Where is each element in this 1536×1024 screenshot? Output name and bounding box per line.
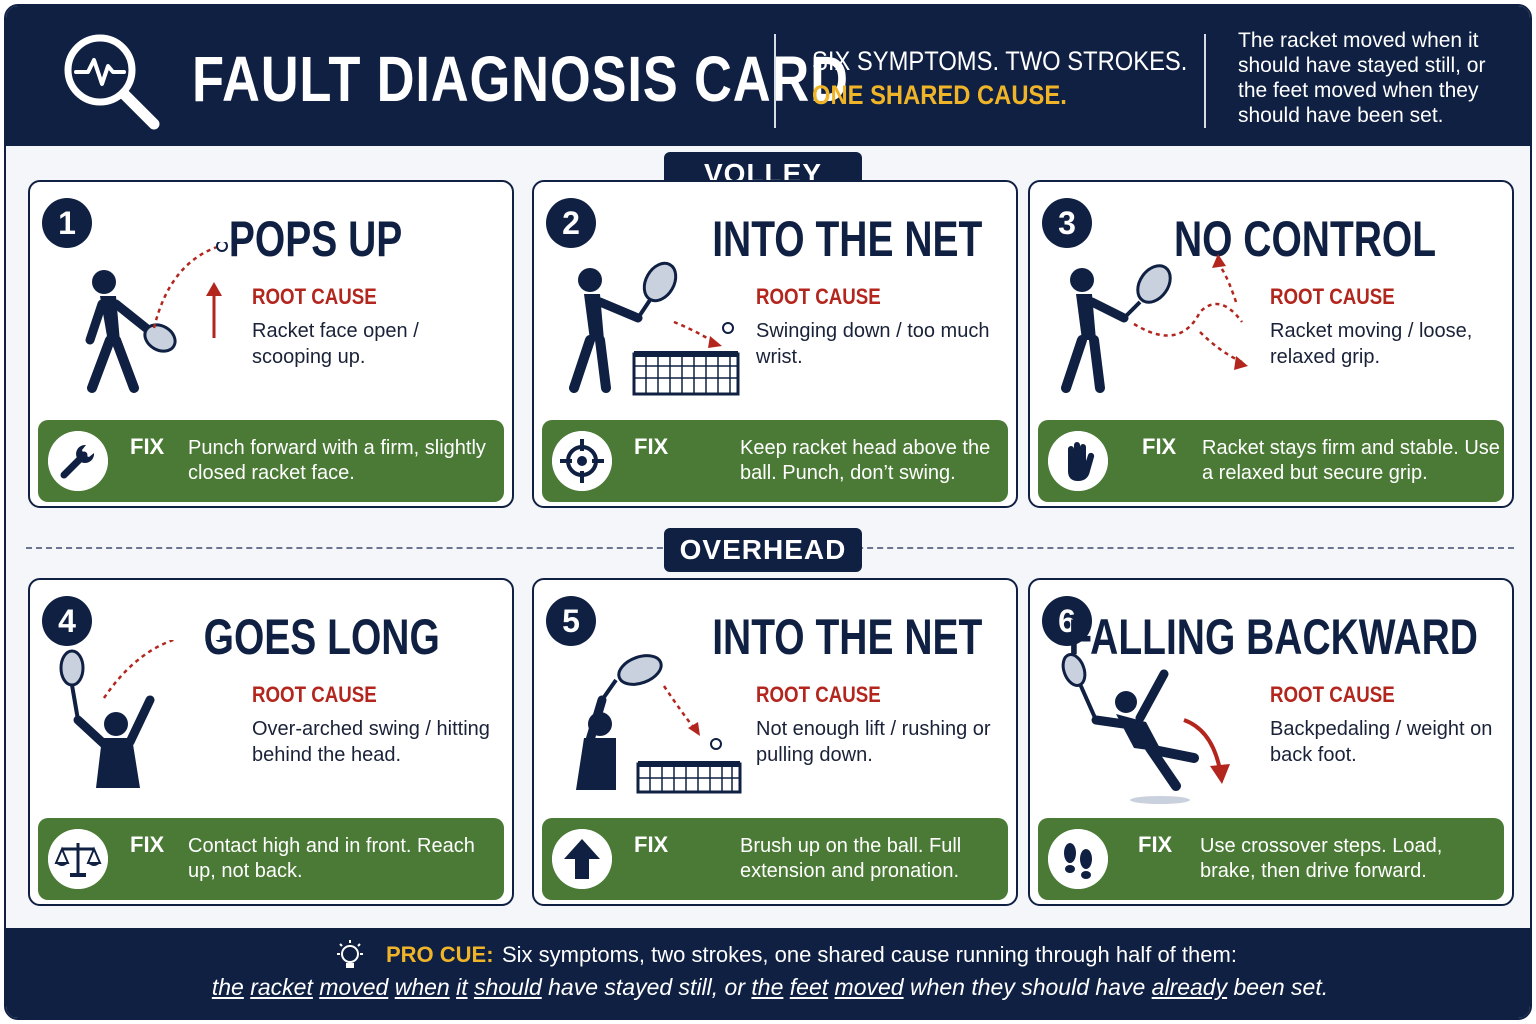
- pro-cue-footer: PRO CUE: Six symptoms, two strokes, one …: [6, 928, 1530, 1018]
- target-icon: [552, 431, 612, 491]
- root-cause-text: Over-arched swing / hitting behind the h…: [252, 718, 490, 766]
- fix-text: Brush up on the ball. Full extension and…: [740, 835, 962, 882]
- fix-text: Keep racket head above the ball. Punch, …: [740, 437, 991, 484]
- fix-label: FIX: [634, 832, 669, 857]
- root-cause-text: Not enough lift / rushing or pulling dow…: [756, 718, 991, 766]
- fault-card-4: 4 GOES LONG ROOT CAUSE Over-arched swing…: [28, 578, 514, 906]
- fault-card-5: 5 INTO THE NET ROOT CAUSE Not enough lif…: [532, 578, 1018, 906]
- cue-word: moved: [319, 974, 389, 1000]
- cue-word: the: [211, 974, 244, 1000]
- fault-card-6: 6 FALLING BACKWARD ROOT CAUSE Backpedali…: [1028, 578, 1514, 906]
- cue-word: already: [1151, 974, 1228, 1000]
- player-volley-net-figure: [569, 261, 740, 396]
- header-note: The racket moved when it should have sta…: [1238, 29, 1486, 127]
- section-label-overhead: OVERHEAD: [664, 528, 862, 572]
- fault-card-3: 3 NO CONTROL ROOT CAUSE Racket moving / …: [1028, 180, 1514, 508]
- root-cause-text: Racket moving / loose, relaxed grip.: [1270, 320, 1473, 368]
- card-title: INTO THE NET: [711, 211, 982, 267]
- fix-panel: FIX Use crossover steps. Load, brake, th…: [1038, 818, 1504, 900]
- pro-cue-label: PRO CUE:: [386, 942, 494, 967]
- wrench-icon: [48, 431, 108, 491]
- card-title: GOES LONG: [203, 609, 440, 665]
- cue-word: moved: [834, 974, 904, 1000]
- fix-label: FIX: [634, 434, 669, 459]
- card-number: 2: [546, 198, 596, 248]
- header: FAULT DIAGNOSIS CARD SIX SYMPTOMS. TWO S…: [6, 6, 1530, 146]
- root-cause-label: ROOT CAUSE: [252, 284, 377, 309]
- subtitle-line1: SIX SYMPTOMS. TWO STROKES.: [812, 46, 1188, 76]
- card-title: POPS UP: [228, 211, 402, 267]
- pro-cue-emphasis: the racket moved when it should have sta…: [6, 974, 1530, 1001]
- root-cause-text: Swinging down / too much wrist.: [756, 320, 990, 368]
- player-loose-grip-figure: [1061, 254, 1248, 393]
- card-number: 6: [1042, 596, 1092, 646]
- cue-plain: have stayed still, or: [541, 974, 752, 1000]
- fix-panel: FIX Keep racket head above the ball. Pun…: [542, 420, 1008, 502]
- cue-word: when: [394, 974, 450, 1000]
- cue-plain: been set.: [1227, 974, 1329, 1000]
- pro-cue-text: Six symptoms, two strokes, one shared ca…: [502, 942, 1237, 967]
- fix-text: Punch forward with a firm, slightly clos…: [188, 437, 486, 484]
- card-title: INTO THE NET: [711, 609, 982, 665]
- cue-plain: when they should have: [903, 974, 1152, 1000]
- fix-text: Racket stays firm and stable. Use a rela…: [1202, 437, 1500, 484]
- fault-card-1: 1 POPS UP ROOT CAUSE Racket face open / …: [28, 180, 514, 508]
- arrow-up-icon: [552, 829, 612, 889]
- card-number: 3: [1042, 198, 1092, 248]
- fault-card-2: 2 INTO THE NET ROOT CAUSE Swinging: [532, 180, 1018, 508]
- card-number: 5: [546, 596, 596, 646]
- root-cause-label: ROOT CAUSE: [1270, 682, 1395, 707]
- fix-panel: FIX Punch forward with a firm, slightly …: [38, 420, 504, 502]
- footprints-icon: [1048, 829, 1108, 889]
- fix-label: FIX: [1142, 434, 1177, 459]
- card-title: FALLING BACKWARD: [1068, 609, 1478, 665]
- fix-panel: FIX Brush up on the ball. Full extension…: [542, 818, 1008, 900]
- fix-label: FIX: [1138, 832, 1173, 857]
- fix-panel: FIX Contact high and in front. Reach up,…: [38, 818, 504, 900]
- subtitle-line2: ONE SHARED CAUSE.: [812, 80, 1067, 110]
- root-cause-label: ROOT CAUSE: [1270, 284, 1395, 309]
- lightbulb-icon: [337, 940, 363, 968]
- header-divider: [1204, 34, 1206, 128]
- cue-word: feet: [789, 974, 829, 1000]
- balance-icon: [48, 829, 108, 889]
- fix-label: FIX: [130, 832, 165, 857]
- cue-word: should: [473, 974, 542, 1000]
- player-falling-figure: [1061, 653, 1230, 804]
- card-number: 4: [42, 596, 92, 646]
- fix-text: Contact high and in front. Reach up, not…: [188, 835, 475, 882]
- fix-panel: FIX Racket stays firm and stable. Use a …: [1038, 420, 1504, 502]
- player-overhead-net-figure: [576, 654, 742, 794]
- cue-word: it: [456, 974, 468, 1000]
- cue-word: the: [751, 974, 784, 1000]
- root-cause-label: ROOT CAUSE: [252, 682, 377, 707]
- fix-label: FIX: [130, 434, 165, 459]
- header-divider: [774, 34, 776, 128]
- fault-diagnosis-card: FAULT DIAGNOSIS CARD SIX SYMPTOMS. TWO S…: [4, 4, 1532, 1020]
- root-cause-text: Backpedaling / weight on back foot.: [1270, 718, 1493, 766]
- page-title: FAULT DIAGNOSIS CARD: [192, 43, 849, 115]
- hand-icon: [1048, 431, 1108, 491]
- cue-word: racket: [250, 974, 313, 1000]
- root-cause-text: Racket face open / scooping up.: [252, 320, 419, 368]
- card-number: 1: [42, 198, 92, 248]
- player-overhead-figure: [59, 640, 225, 788]
- player-volley-figure: [85, 242, 228, 393]
- magnifier-pulse-icon: [64, 34, 160, 130]
- fix-text: Use crossover steps. Load, brake, then d…: [1200, 835, 1443, 882]
- root-cause-label: ROOT CAUSE: [756, 284, 881, 309]
- root-cause-label: ROOT CAUSE: [756, 682, 881, 707]
